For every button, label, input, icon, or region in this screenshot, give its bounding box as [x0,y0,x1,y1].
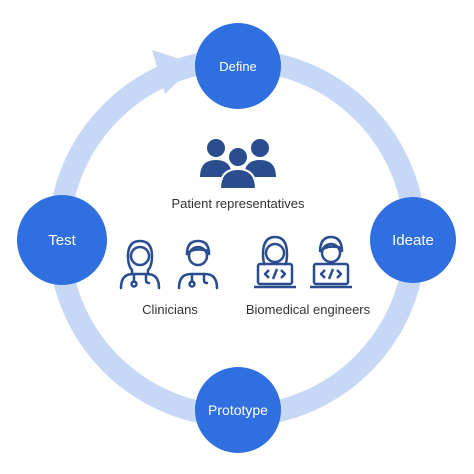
engineers-label: Biomedical engineers [245,302,371,317]
stage-ideate: Ideate [370,197,456,283]
stage-ideate-label: Ideate [392,231,434,249]
patients-label: Patient representatives [171,196,305,211]
stage-prototype-label: Prototype [208,402,268,418]
cycle-arrow-icon [152,50,196,94]
developer-icon [254,235,296,289]
stage-define: Define [195,23,281,109]
stage-test: Test [17,195,107,285]
stage-define-label: Define [219,58,257,74]
doctor-icon [177,239,219,290]
stage-test-label: Test [48,231,76,249]
doctor-icon [119,239,161,290]
clinicians-label: Clinicians [142,302,198,317]
stage-prototype: Prototype [195,367,281,453]
developer-icon [310,235,352,289]
people-group-icon [200,139,276,190]
